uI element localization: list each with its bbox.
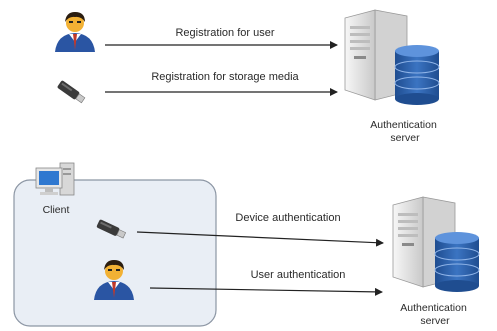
authentication-server-label-top: Authentication server xyxy=(370,119,439,144)
registration-storage-label: Registration for storage media xyxy=(151,71,299,83)
user-authentication-label: User authentication xyxy=(251,269,346,281)
device-authentication-label: Device authentication xyxy=(235,212,340,224)
authentication-server-label-bottom: Authentication server xyxy=(400,302,469,327)
client-label: Client xyxy=(43,204,70,216)
usb-drive-icon xyxy=(56,79,87,105)
user-authentication-arrow xyxy=(149,287,383,296)
device-authentication-arrow xyxy=(136,231,384,247)
computer-icon xyxy=(35,162,75,196)
client-box xyxy=(13,179,217,327)
user-icon xyxy=(55,12,95,52)
database-icon-bottom xyxy=(434,231,480,293)
registration-user-label: Registration for user xyxy=(175,27,274,39)
database-icon-top xyxy=(394,44,440,106)
